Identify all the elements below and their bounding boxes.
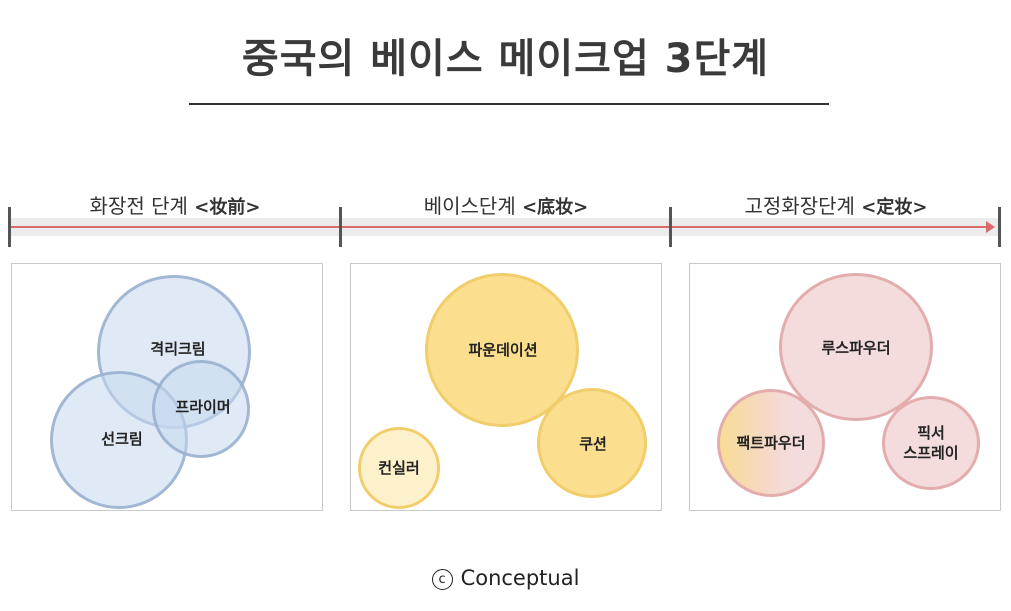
bubble-label-line: 스프레이 — [903, 444, 959, 462]
bubble-label: 격리크림 — [150, 340, 206, 358]
bubble-fixer-spray — [882, 396, 980, 490]
bubble-label: 프라이머 — [175, 398, 231, 416]
bubble-label: 쿠션 — [579, 435, 607, 453]
bubble-label: 컨실러 — [378, 459, 420, 477]
bubble-label: 루스파우더 — [821, 339, 891, 357]
timeline-tick-end — [998, 207, 1001, 247]
timeline-tick-stage-2 — [339, 207, 342, 247]
stage-3-panel: 루스파우더 팩트파우더 픽서 스프레이 — [689, 263, 1001, 511]
stage-1-panel: 격리크림 선크림 프라이머 — [11, 263, 323, 511]
credit: c Conceptual — [0, 566, 1011, 590]
stage-2-term: <底妆> — [522, 197, 589, 218]
bubble-label-fixer-spray: 픽서 스프레이 — [903, 423, 958, 463]
stage-3-heading: 고정화장단계 <定妆> — [671, 190, 1001, 219]
stage-3-term: <定妆> — [861, 197, 928, 218]
bubble-cushion — [537, 388, 647, 498]
bubble-pact-powder — [717, 389, 825, 497]
timeline-arrowhead — [986, 221, 995, 233]
stage-3-label: 고정화장단계 — [744, 194, 855, 218]
bubble-label: 파운데이션 — [468, 341, 538, 359]
stage-1-term: <妆前> — [194, 197, 261, 218]
bubble-foundation — [425, 273, 579, 427]
credit-text: Conceptual — [460, 566, 580, 590]
stage-1-heading: 화장전 단계 <妆前> — [10, 190, 340, 219]
bubble-concealer — [358, 427, 440, 509]
bubble-primer — [152, 360, 250, 458]
stage-1-label: 화장전 단계 — [89, 194, 188, 218]
page-title: 중국의 베이스 메이크업 3단계 — [241, 36, 770, 82]
copyright-icon: c — [431, 569, 453, 590]
bubble-loose-powder — [779, 273, 933, 421]
stage-2-panel: 파운데이션 컨실러 쿠션 — [350, 263, 662, 511]
title-divider — [189, 103, 829, 105]
timeline-tick-start — [8, 207, 11, 247]
timeline-tick-stage-3 — [669, 207, 672, 247]
timeline-line — [10, 226, 990, 228]
bubble-label-line: 픽서 — [917, 424, 945, 442]
bubble-label: 팩트파우더 — [736, 434, 806, 452]
bubble-label: 선크림 — [101, 430, 143, 448]
stage-2-label: 베이스단계 — [423, 194, 516, 218]
stage-2-heading: 베이스단계 <底妆> — [341, 190, 671, 219]
